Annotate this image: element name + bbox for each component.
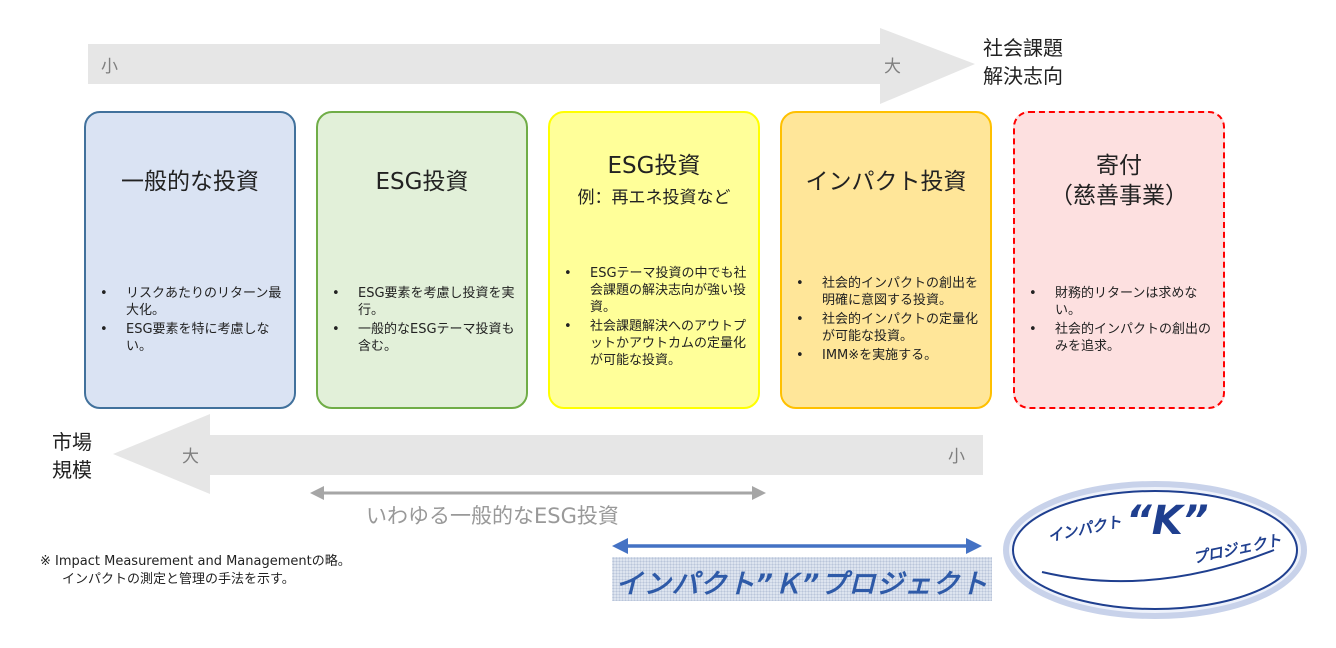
card-esg-theme-investment: ESG投資 例：再エネ投資など ESGテーマ投資の中でも社会課題の解決志向が強い…	[548, 111, 760, 409]
card-title: インパクト投資	[805, 169, 967, 195]
list-item: 社会的インパクトの創出のみを追求。	[1029, 321, 1213, 355]
card-title: ESG投資	[375, 169, 469, 195]
list-item: 社会課題解決へのアウトプットかアウトカムの定量化が可能な投資。	[564, 318, 748, 369]
general-esg-range-arrow	[310, 486, 766, 500]
k-project-banner-text: インパクト”Ｋ”プロジェクト	[615, 569, 989, 600]
top-axis-small-label: 小	[101, 57, 118, 77]
logo-ellipse	[1003, 481, 1307, 619]
bottom-axis-arrow	[113, 414, 983, 494]
list-item: ESG要素を考慮し投資を実行。	[332, 285, 516, 319]
card-bullets: ESG要素を考慮し投資を実行。 一般的なESGテーマ投資も含む。	[332, 285, 516, 357]
card-general-investment: 一般的な投資 リスクあたりのリターン最大化。 ESG要素を特に考慮しない。	[84, 111, 296, 409]
list-item: 社会的インパクトの創出を明確に意図する投資。	[796, 275, 980, 309]
list-item: リスクあたりのリターン最大化。	[100, 285, 284, 319]
card-donation: 寄付 （慈善事業） 財務的リターンは求めない。 社会的インパクトの創出のみを追求…	[1013, 111, 1225, 409]
footnote: ※ Impact Measurement and Managementの略。 イ…	[40, 554, 351, 587]
card-title: 寄付	[1096, 153, 1142, 179]
bottom-axis-large-label: 大	[182, 447, 199, 467]
list-item: ESGテーマ投資の中でも社会課題の解決志向が強い投資。	[564, 265, 748, 316]
card-title: ESG投資	[607, 153, 701, 179]
list-item: 社会的インパクトの定量化が可能な投資。	[796, 311, 980, 345]
bottom-axis-small-label: 小	[948, 447, 965, 467]
list-item: 財務的リターンは求めない。	[1029, 285, 1213, 319]
list-item: IMM※を実施する。	[796, 347, 980, 364]
list-item: 一般的なESGテーマ投資も含む。	[332, 321, 516, 355]
card-bullets: 社会的インパクトの創出を明確に意図する投資。 社会的インパクトの定量化が可能な投…	[796, 275, 980, 366]
top-axis-title: 社会課題 解決志向	[983, 36, 1063, 88]
card-bullets: 財務的リターンは求めない。 社会的インパクトの創出のみを追求。	[1029, 285, 1213, 357]
logo-text-k: “K”	[1126, 498, 1209, 544]
card-subtitle: （慈善事業）	[1050, 183, 1188, 209]
card-title: 一般的な投資	[121, 169, 259, 195]
card-bullets: リスクあたりのリターン最大化。 ESG要素を特に考慮しない。	[100, 285, 284, 357]
general-esg-range-label: いわゆる一般的なESG投資	[366, 504, 619, 528]
list-item: ESG要素を特に考慮しない。	[100, 321, 284, 355]
card-impact-investment: インパクト投資 社会的インパクトの創出を明確に意図する投資。 社会的インパクトの…	[780, 111, 992, 409]
k-project-banner: インパクト”Ｋ”プロジェクト	[612, 557, 992, 601]
card-bullets: ESGテーマ投資の中でも社会課題の解決志向が強い投資。 社会課題解決へのアウトプ…	[564, 265, 748, 371]
k-project-range-arrow	[612, 538, 982, 554]
card-esg-investment: ESG投資 ESG要素を考慮し投資を実行。 一般的なESGテーマ投資も含む。	[316, 111, 528, 409]
bottom-axis-title: 市場 規模	[52, 430, 92, 482]
top-axis-arrow	[88, 28, 975, 104]
k-project-logo: インパクト “K” プロジェクト	[1002, 480, 1308, 620]
card-subtitle: 例：再エネ投資など	[577, 188, 731, 208]
top-axis-large-label: 大	[884, 57, 901, 77]
